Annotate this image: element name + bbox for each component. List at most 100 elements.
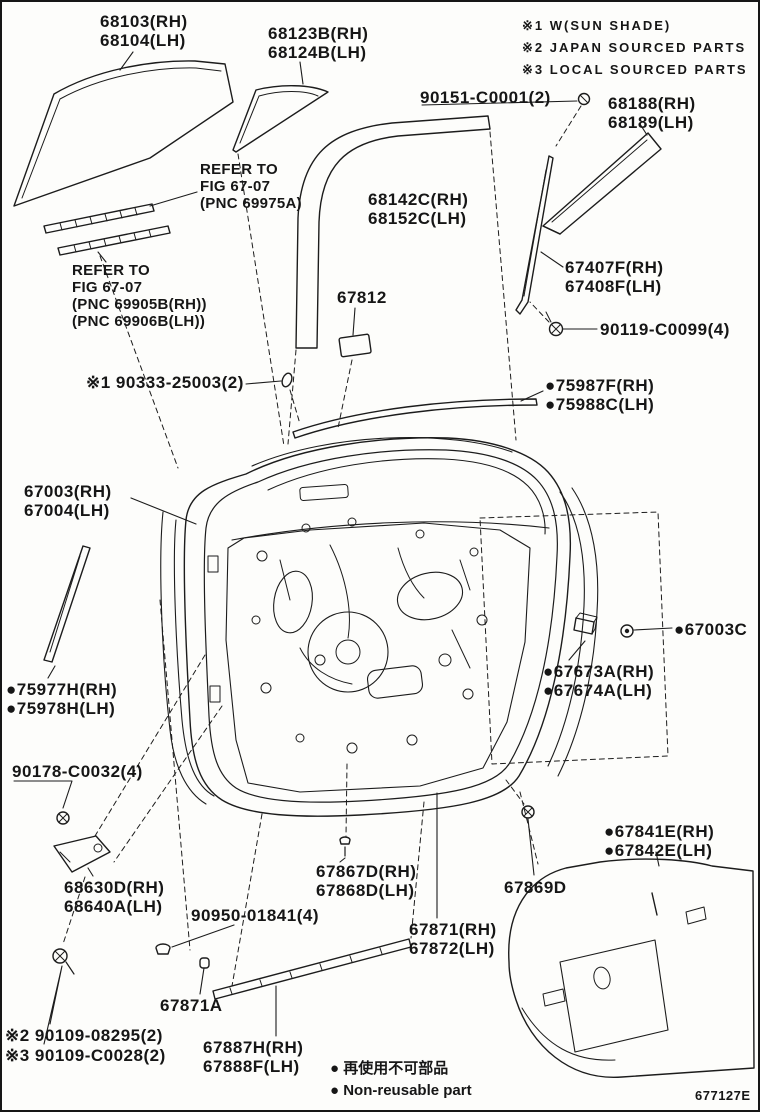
note-local-sourced: ※3 LOCAL SOURCED PARTS (522, 62, 748, 77)
part-number: ●67841E(RH) (604, 822, 715, 841)
part-number: 67887H(RH) (203, 1038, 304, 1057)
part-label-67003: 67003(RH) 67004(LH) (24, 482, 112, 520)
glass-run-channel-art (295, 115, 491, 349)
part-number: ●75978H(LH) (6, 699, 116, 718)
part-number: 68152C(LH) (368, 209, 467, 228)
door-glass-art (13, 60, 234, 207)
part-number: 68640A(LH) (64, 897, 163, 916)
part-label-67003C: ●67003C (674, 620, 747, 639)
belt-weatherstrip-art (43, 203, 171, 256)
part-number: ●75987F(RH) (545, 376, 655, 395)
wedge-67673A-icon (573, 612, 598, 635)
part-label-67869D: 67869D (504, 878, 567, 897)
part-number: 68103(RH) (100, 12, 188, 31)
part-label-90109-08295: ※2 90109-08295(2) (5, 1026, 163, 1045)
part-label-67887H: 67887H(RH) 67888F(LH) (203, 1038, 303, 1076)
part-number: 90151-C0001(2) (420, 88, 551, 107)
part-number: 68142C(RH) (368, 190, 469, 209)
refer-text: (PNC 69905B(RH)) (72, 296, 207, 313)
part-number: 67888F(LH) (203, 1057, 300, 1076)
part-number: 67871A (160, 996, 223, 1015)
part-label-90109-C0028: ※3 90109-C0028(2) (5, 1046, 166, 1065)
leader-lines (13, 51, 673, 1045)
rear-belt-strip-art (43, 545, 91, 663)
division-bar-art (515, 155, 554, 315)
part-number: 68124B(LH) (268, 43, 367, 62)
part-label-90178: 90178-C0032(4) (12, 762, 143, 781)
part-label-68188: 68188(RH) 68189(LH) (608, 94, 696, 132)
part-67812-art (338, 333, 372, 358)
part-label-75987F: ●75987F(RH) ●75988C(LH) (545, 376, 654, 414)
non-reusable-legend: ● 再使用不可部品 ● Non-reusable part (330, 1058, 472, 1102)
door-check-art (53, 811, 111, 873)
part-number: ※2 90109-08295(2) (5, 1026, 163, 1045)
part-label-90950: 90950-01841(4) (191, 906, 319, 925)
refer-text: (PNC 69906B(LH)) (72, 313, 206, 330)
bolt-90109-icon (52, 948, 75, 975)
part-label-67871: 67871(RH) 67872(LH) (409, 920, 497, 958)
part-number: 68188(RH) (608, 94, 696, 113)
part-number: 90178-C0032(4) (12, 762, 143, 781)
clip-67871A-icon (199, 957, 210, 969)
part-number: 67872(LH) (409, 939, 495, 958)
screw-90151-icon (577, 92, 591, 106)
refer-text: (PNC 69975A) (200, 195, 302, 212)
part-number: ●67003C (674, 620, 748, 639)
belt-moulding-67887H-art (212, 938, 412, 1000)
part-label-68630D: 68630D(RH) 68640A(LH) (64, 878, 164, 916)
part-label-90151: 90151-C0001(2) (420, 88, 551, 107)
part-number: ※3 90109-C0028(2) (5, 1046, 166, 1065)
part-label-67867D: 67867D(RH) 67868D(LH) (316, 862, 416, 900)
trim-board-art (508, 858, 755, 1078)
part-number: ●75977H(RH) (6, 680, 118, 699)
part-number: ●67673A(RH) (543, 662, 655, 681)
part-label-67812: 67812 (337, 288, 387, 307)
part-number: 68189(LH) (608, 113, 694, 132)
part-label-68103: 68103(RH) 68104(LH) (100, 12, 188, 50)
moulding-75987F-art (292, 398, 538, 439)
part-label-67841E: ●67841E(RH) ●67842E(LH) (604, 822, 714, 860)
part-number: 67004(LH) (24, 501, 110, 520)
refer-note-69975A: REFER TO FIG 67-07 (PNC 69975A) (200, 161, 302, 212)
part-number: 67869D (504, 878, 567, 897)
clip-67867D-icon (339, 836, 351, 857)
part-number: ●67674A(LH) (543, 681, 653, 700)
part-number: 90119-C0099(4) (600, 320, 730, 339)
part-number: ●75988C(LH) (545, 395, 655, 414)
clip-90333-icon (281, 372, 293, 388)
part-number: 67812 (337, 288, 387, 307)
legend-jp: ● 再使用不可部品 (330, 1060, 449, 1077)
refer-text: REFER TO (72, 262, 150, 279)
part-number: 68630D(RH) (64, 878, 165, 897)
part-label-67871A: 67871A (160, 996, 223, 1015)
part-number: 67868D(LH) (316, 881, 415, 900)
note-japan-sourced: ※2 JAPAN SOURCED PARTS (522, 40, 747, 55)
refer-text: REFER TO (200, 161, 278, 178)
clip-90950-icon (155, 943, 171, 955)
door-panel-art (160, 437, 599, 817)
part-number: ※1 90333-25003(2) (86, 373, 244, 392)
part-label-75977H: ●75977H(RH) ●75978H(LH) (6, 680, 117, 718)
refer-text: FIG 67-07 (72, 279, 143, 296)
part-label-67407F: 67407F(RH) 67408F(LH) (565, 258, 664, 296)
part-label-90333: ※1 90333-25003(2) (86, 373, 244, 392)
figure-number: 677127E (695, 1088, 751, 1103)
part-number: 67867D(RH) (316, 862, 417, 881)
part-number: 67408F(LH) (565, 277, 662, 296)
part-number: ●67842E(LH) (604, 841, 713, 860)
cushion-67869D-icon (521, 805, 535, 819)
part-number: 67407F(RH) (565, 258, 664, 277)
part-label-90119: 90119-C0099(4) (600, 320, 730, 339)
part-label-68123B: 68123B(RH) 68124B(LH) (268, 24, 368, 62)
part-label-68142C: 68142C(RH) 68152C(LH) (368, 190, 468, 228)
legend-en: ● Non-reusable part (330, 1082, 472, 1099)
refer-note-69905B: REFER TO FIG 67-07 (PNC 69905B(RH)) (PNC… (72, 262, 207, 330)
quarter-glass-art (232, 85, 329, 153)
part-label-67673A: ●67673A(RH) ●67674A(LH) (543, 662, 654, 700)
part-number: 68104(LH) (100, 31, 186, 50)
screw-90119-icon (545, 311, 564, 337)
part-number: 90950-01841(4) (191, 906, 319, 925)
grommet-67003C-icon (620, 624, 634, 638)
